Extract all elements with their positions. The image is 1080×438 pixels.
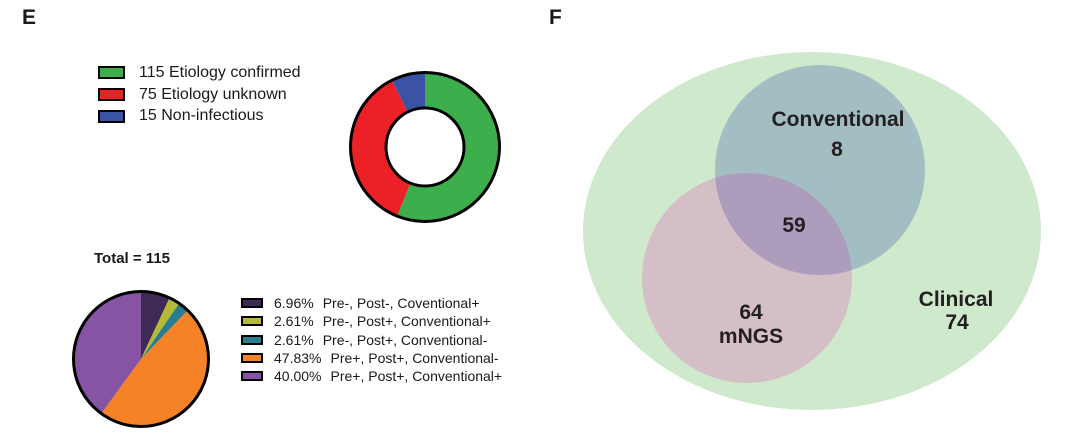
legend-label: 115 Etiology confirmed: [139, 63, 301, 81]
pie-outline: [72, 290, 210, 428]
legend-percent: 47.83%: [274, 350, 322, 367]
venn-clinical-label: Clinical: [918, 288, 994, 311]
pie-chart-title: Total = 115: [94, 250, 171, 267]
legend-swatch-darkpurple-icon: [241, 298, 263, 309]
donut-inner-outline: [384, 106, 466, 188]
legend-label: 75 Etiology unknown: [139, 85, 287, 103]
legend-percent: 2.61%: [274, 313, 314, 330]
legend-item: 6.96% Pre-, Post-, Coventional+: [241, 294, 502, 312]
venn-clinical-count: 74: [945, 311, 969, 334]
legend-item: 47.83% Pre+, Post+, Conventional-: [241, 349, 502, 367]
legend-percent: 2.61%: [274, 331, 314, 348]
legend-swatch-red-icon: [98, 88, 125, 102]
donut-slice-etiology-confirmed: [397, 72, 500, 222]
donut-slice-non-infectious: [391, 72, 425, 113]
legend-label: Pre-, Post+, Conventional-: [322, 331, 488, 348]
venn-mngs-count: 64: [739, 301, 763, 324]
legend-label: Pre-, Post+, Conventional+: [322, 313, 491, 330]
venn-conventional-label: Conventional: [771, 108, 905, 131]
donut-slice-etiology-unknown: [350, 80, 411, 217]
legend-swatch-olive-icon: [241, 316, 263, 327]
pie-slice-3: [101, 310, 209, 427]
legend-label: Pre-, Post-, Coventional+: [322, 295, 480, 312]
pie-chart: [72, 290, 210, 428]
legend-label: Pre+, Post+, Conventional-: [330, 350, 499, 367]
legend-swatch-purple-icon: [241, 371, 263, 382]
pie-slice-0: [141, 291, 170, 359]
donut-outer-outline: [349, 71, 501, 223]
panel-e-label: E: [22, 6, 37, 29]
pie-slice-2: [141, 303, 188, 359]
donut-chart: [349, 71, 501, 223]
legend-item: 2.61% Pre-, Post+, Conventional+: [241, 312, 502, 330]
pie-legend: 6.96% Pre-, Post-, Coventional+ 2.61% Pre-…: [241, 294, 502, 385]
legend-item: 115 Etiology confirmed: [98, 62, 301, 84]
legend-label: Pre+, Post+, Conventional+: [330, 368, 503, 385]
legend-item: 2.61% Pre-, Post+, Conventional-: [241, 331, 502, 349]
panel-f-label: F: [549, 6, 562, 29]
legend-swatch-orange-icon: [241, 353, 263, 364]
pie-slice-4: [73, 291, 141, 414]
donut-legend: 115 Etiology confirmed 75 Etiology unkno…: [98, 62, 301, 127]
legend-swatch-teal-icon: [241, 334, 263, 345]
pie-slice-1: [141, 297, 180, 359]
venn-overlap-count: 59: [782, 214, 806, 237]
legend-item: 40.00% Pre+, Post+, Conventional+: [241, 367, 502, 385]
legend-percent: 40.00%: [274, 368, 322, 385]
venn-diagram: [583, 52, 1041, 410]
legend-swatch-blue-icon: [98, 109, 125, 123]
legend-item: 75 Etiology unknown: [98, 84, 301, 106]
venn-conventional-count: 8: [831, 138, 843, 161]
venn-overlap-region: [715, 173, 852, 275]
legend-percent: 6.96%: [274, 295, 314, 312]
legend-label: 15 Non-infectious: [139, 107, 264, 125]
venn-mngs-label: mNGS: [718, 325, 784, 348]
legend-swatch-green-icon: [98, 66, 125, 80]
legend-item: 15 Non-infectious: [98, 105, 301, 127]
